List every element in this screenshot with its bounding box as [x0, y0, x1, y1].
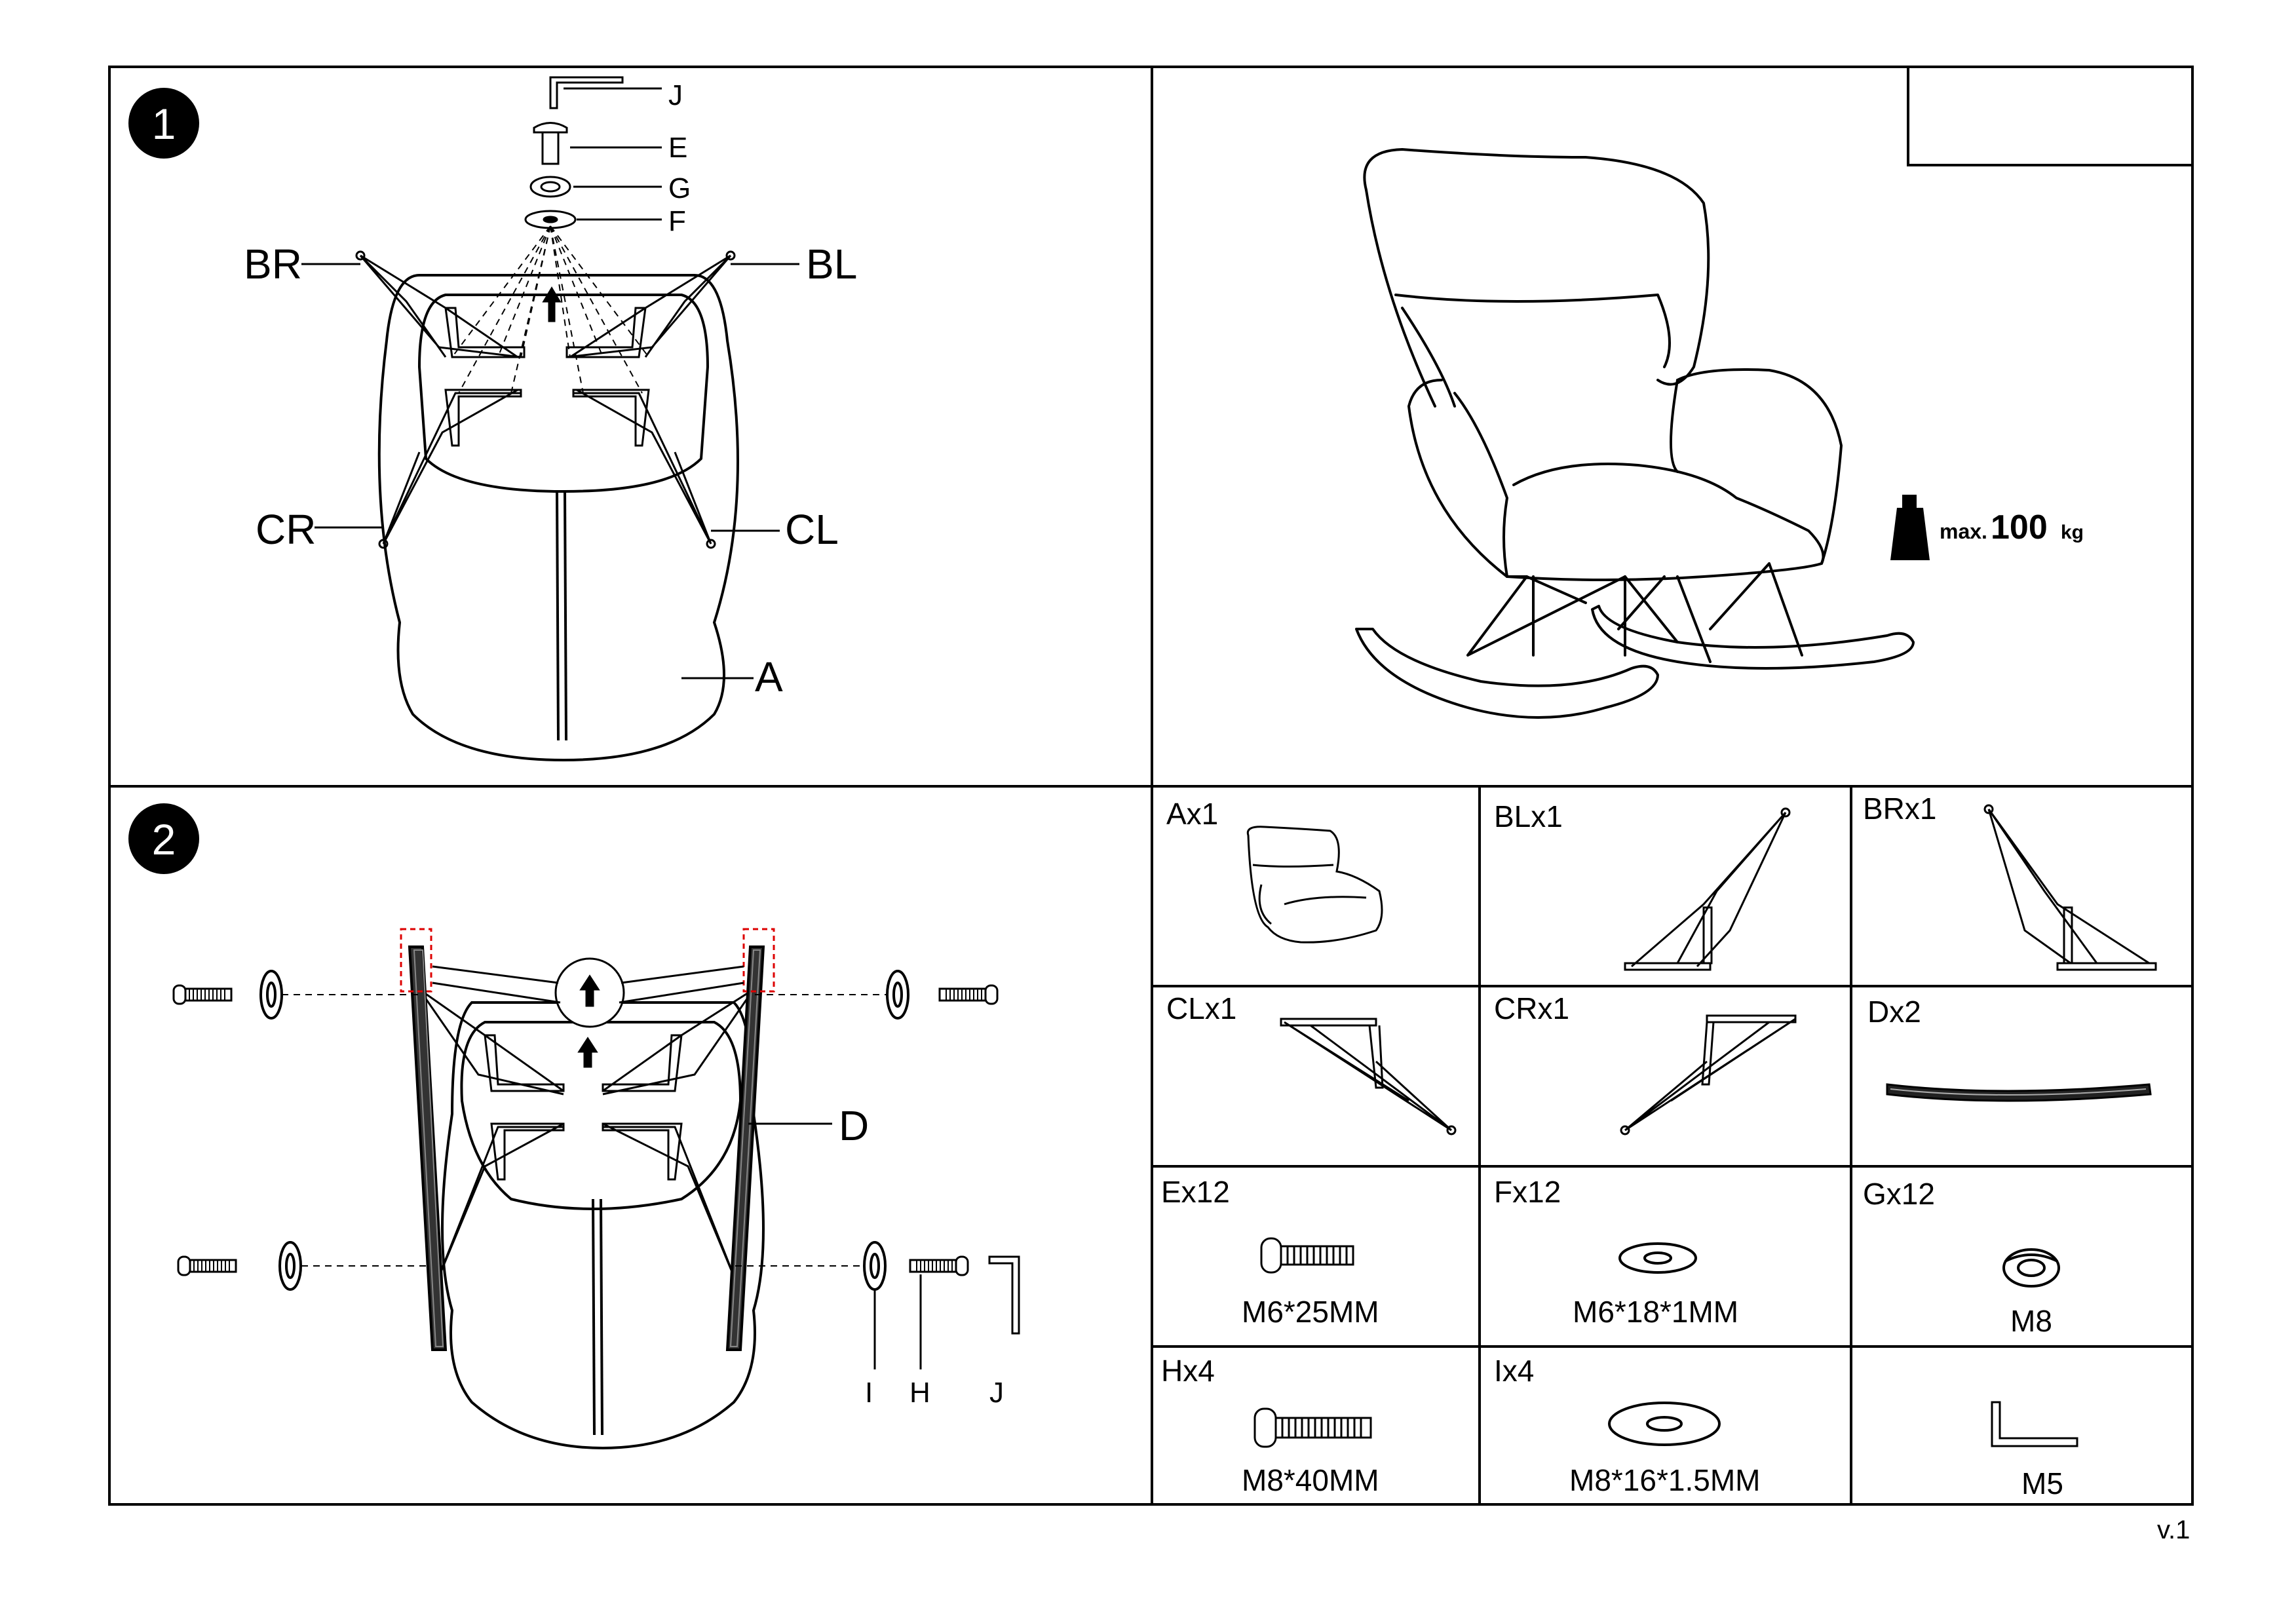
weight-icon — [1890, 495, 1930, 560]
step-2-badge — [128, 803, 199, 874]
part-cell-G: Gx12 M8 — [1863, 1177, 2060, 1338]
allen-key-icon — [988, 1255, 1020, 1335]
part-label-I: Ix4 — [1494, 1354, 1534, 1388]
max-load-unit: kg — [2061, 522, 2084, 543]
part-cell-I: Ix4 M8*16*1.5MM — [1494, 1354, 1760, 1497]
washer-pair — [259, 970, 909, 1291]
allen-key-icon — [1991, 1401, 2078, 1447]
part-label-CL: CLx1 — [1166, 991, 1236, 1025]
callout-BR: BR — [244, 240, 302, 288]
chair-seat-bottom-view — [377, 274, 739, 762]
callout-J: J — [668, 79, 683, 111]
part-label-F: Fx12 — [1494, 1175, 1561, 1209]
callout-A: A — [755, 653, 783, 700]
callout-D: D — [839, 1102, 869, 1149]
version-label: v.1 — [2157, 1516, 2190, 1544]
part-label-CR: CRx1 — [1494, 991, 1569, 1025]
part-cell-BR: BRx1 — [1863, 792, 2157, 971]
callout-I: I — [865, 1377, 873, 1409]
callout-F: F — [668, 205, 686, 237]
spring-washer-icon — [529, 176, 571, 198]
rocker-rails-D — [400, 928, 775, 1351]
part-cell-CR: CRx1 — [1494, 991, 1797, 1136]
part-size-J: M5 — [2021, 1466, 2063, 1500]
long-bolt-icon — [1253, 1407, 1372, 1448]
detail-callout-bubble — [432, 957, 744, 1068]
part-label-A: Ax1 — [1166, 797, 1218, 831]
part-cell-J: M5 — [1991, 1401, 2078, 1500]
rocker-rail-icon — [1886, 1083, 2152, 1102]
page-frame — [108, 66, 2194, 1506]
leg-frames-step2 — [418, 988, 755, 1285]
callout-E: E — [668, 132, 687, 164]
leg-frame-cl-icon — [1280, 1018, 1457, 1136]
part-label-G: Gx12 — [1863, 1177, 1935, 1211]
rocking-chair-illustration — [1355, 148, 1915, 719]
spring-washer-icon — [2002, 1248, 2060, 1288]
part-cell-A: Ax1 — [1166, 797, 1383, 944]
part-label-H: Hx4 — [1161, 1354, 1215, 1388]
bolt-icon — [1260, 1237, 1354, 1274]
part-cell-H: Hx4 M8*40MM — [1161, 1354, 1379, 1497]
leg-frame-cr-icon — [1620, 1014, 1797, 1136]
step-2-number: 2 — [152, 815, 176, 864]
callout-G: G — [668, 172, 691, 204]
leg-frames-step1 — [355, 250, 736, 549]
part-cell-E: Ex12 M6*25MM — [1161, 1175, 1379, 1329]
product-view-panel: max. 100 kg — [1355, 148, 2084, 719]
step2-hardware — [172, 970, 1020, 1369]
leg-frame-bl-icon — [1624, 807, 1791, 971]
part-size-E: M6*25MM — [1242, 1295, 1379, 1329]
part-size-F: M6*18*1MM — [1573, 1295, 1738, 1329]
part-label-BL: BLx1 — [1494, 799, 1563, 833]
part-size-I: M8*16*1.5MM — [1569, 1463, 1760, 1497]
step-2-panel: 2 — [128, 803, 1020, 1450]
max-load-prefix: max. — [1940, 520, 1987, 543]
leg-frame-br-icon — [1983, 804, 2157, 971]
part-cell-CL: CLx1 — [1166, 991, 1457, 1136]
part-cell-D: Dx2 — [1867, 995, 2152, 1102]
callout-CL: CL — [785, 506, 839, 553]
flat-washer-icon — [1618, 1242, 1697, 1274]
part-size-H: M8*40MM — [1242, 1463, 1379, 1497]
part-size-G: M8 — [2010, 1304, 2052, 1338]
chair-seat-icon — [1246, 826, 1383, 944]
callout-CR: CR — [256, 506, 316, 553]
callout-BL: BL — [806, 240, 857, 288]
hardware-stack-step1 — [451, 76, 662, 394]
allen-key-icon — [549, 76, 624, 109]
callout-J-step2: J — [989, 1377, 1004, 1409]
bolt-icon — [533, 122, 568, 165]
chair-seat-with-rails — [441, 1001, 765, 1450]
step-1-number: 1 — [152, 100, 176, 148]
parts-table: Ax1 BLx1 BRx1 — [1161, 792, 2157, 1500]
max-load-value: 100 — [1991, 508, 2048, 546]
part-cell-BL: BLx1 — [1494, 799, 1791, 971]
step-1-badge — [128, 88, 199, 159]
part-label-D: Dx2 — [1867, 995, 1921, 1029]
large-washer-icon — [1608, 1402, 1721, 1446]
part-label-BR: BRx1 — [1863, 792, 1936, 826]
callout-H: H — [909, 1377, 930, 1409]
step-1-panel: 1 — [128, 76, 857, 762]
part-label-E: Ex12 — [1161, 1175, 1230, 1209]
step1-callout-lines — [301, 263, 799, 679]
part-cell-F: Fx12 M6*18*1MM — [1494, 1175, 1738, 1329]
